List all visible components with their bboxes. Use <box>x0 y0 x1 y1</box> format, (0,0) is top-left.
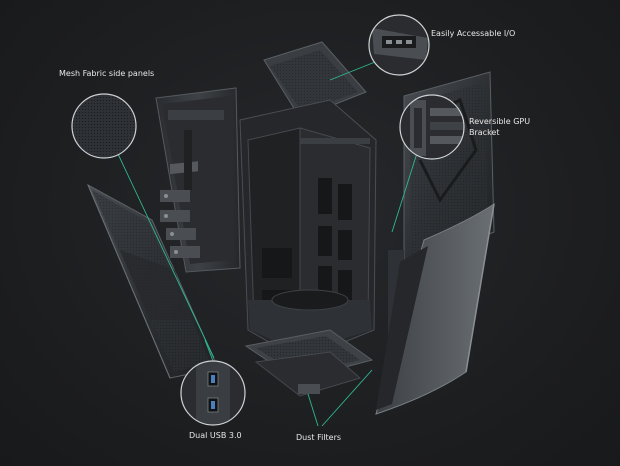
mesh-panels-label: Mesh Fabric side panels <box>59 69 155 78</box>
callout-leader-lines <box>117 59 419 427</box>
usb-port-icon <box>207 371 219 387</box>
usb-label: Dual USB 3.0 <box>189 431 242 440</box>
gpu-bracket-detail-callout <box>399 94 465 160</box>
top-panel <box>263 41 367 119</box>
mesh-detail-callout <box>71 93 137 159</box>
right-outer-panel <box>375 202 495 415</box>
usb-port-icon <box>207 397 219 413</box>
bottom-dust-filter <box>244 329 374 397</box>
left-drive-tray <box>155 87 241 273</box>
left-mesh-side-panel <box>86 183 219 379</box>
io-label: Easily Accessable I/O <box>431 29 516 38</box>
gpu-bracket-label-line2: Bracket <box>469 128 500 137</box>
gpu-bracket-label-line1: Reversible GPU <box>469 117 531 126</box>
usb-detail-callout <box>180 360 246 426</box>
main-chassis <box>239 99 377 361</box>
io-detail-callout <box>368 14 430 76</box>
dust-filters-label: Dust Filters <box>296 433 342 442</box>
